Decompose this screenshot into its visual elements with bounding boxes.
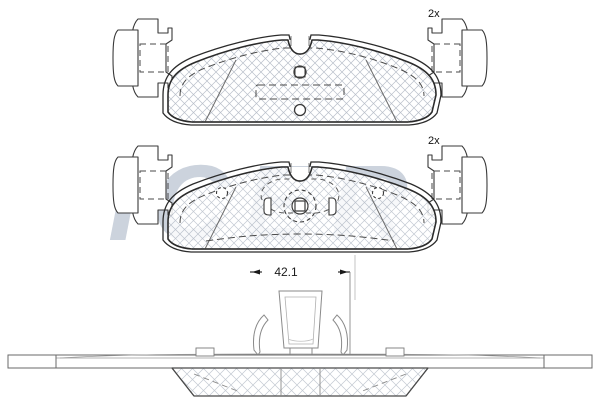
friction-block-right-chamfer-hidden	[359, 373, 407, 393]
lower-pad-hole-right	[371, 186, 385, 200]
lower-pad-left-chamfer	[204, 186, 237, 249]
friction-block-left-chamfer-hidden	[193, 373, 241, 393]
friction-block-division-lines	[280, 368, 321, 396]
plate-left-end-tab	[7, 354, 57, 369]
upper-pad-right-chamfer	[365, 59, 398, 122]
upper-pad-outer-contour	[162, 34, 442, 126]
upper-pad-sensor-slot	[255, 84, 345, 100]
plate-nub-left	[195, 347, 215, 357]
lower-pad-quantity-label: 2x	[428, 135, 440, 147]
lower-pad-outer-contour	[162, 161, 442, 253]
lower-right-ear-hidden-outline	[431, 170, 461, 200]
upper-left-ear-hidden-outline	[139, 43, 169, 73]
wear-sensor-bottom-curve	[287, 338, 314, 342]
dimension-left-arrowhead	[252, 269, 260, 275]
upper-left-retaining-clip	[112, 18, 173, 98]
upper-pad-internal-features	[179, 47, 425, 122]
plate-nub-right	[385, 347, 405, 357]
lower-pad-right-chamfer	[365, 186, 398, 249]
lower-right-retaining-clip	[427, 145, 488, 225]
lower-pad-center-notch	[287, 166, 313, 182]
backing-plate-crown-line	[59, 353, 541, 359]
upper-pad-notch-guides	[290, 36, 310, 46]
lower-pad-center-circle	[283, 189, 317, 223]
lower-left-retaining-clip	[112, 145, 173, 225]
sensor-spring-arm-left	[253, 314, 269, 356]
lower-pad-assembly: 2x	[112, 135, 488, 253]
friction-block-edges	[171, 367, 429, 397]
upper-right-ear-hidden-outline	[431, 43, 461, 73]
upper-pad-body	[167, 39, 437, 123]
lower-pad-center-square	[294, 200, 306, 212]
lower-pad-hole-left	[215, 186, 229, 200]
lower-pad-hidden-plate-outline	[260, 178, 340, 214]
upper-pad-rivet-hole-top	[293, 65, 307, 79]
lower-pad-slot-right	[328, 197, 337, 216]
side-section-view	[7, 290, 593, 397]
upper-pad-quantity-label: 2x	[428, 8, 440, 20]
width-dimension: 42.1	[250, 255, 356, 366]
lower-pad-slot-left	[263, 197, 272, 216]
sensor-spring-arm-right	[332, 314, 348, 356]
backing-plate-bar	[7, 354, 593, 369]
plate-right-end-tab	[543, 354, 593, 369]
dimension-value-label: 42.1	[274, 265, 298, 279]
wear-sensor-inner	[284, 296, 317, 345]
upper-pad-assembly: 2x	[112, 8, 488, 126]
lower-left-ear-hidden-outline	[139, 170, 169, 200]
upper-pad-rivet-hole-bottom	[293, 103, 307, 117]
dimension-right-arrowhead	[340, 269, 348, 275]
lower-pad-notch-guides	[290, 163, 310, 173]
lower-pad-dashed-bottom-edge	[205, 233, 395, 242]
upper-pad-center-notch	[287, 39, 313, 55]
upper-pad-left-chamfer	[204, 59, 237, 122]
upper-right-retaining-clip	[427, 18, 488, 98]
friction-material-block	[171, 367, 429, 397]
